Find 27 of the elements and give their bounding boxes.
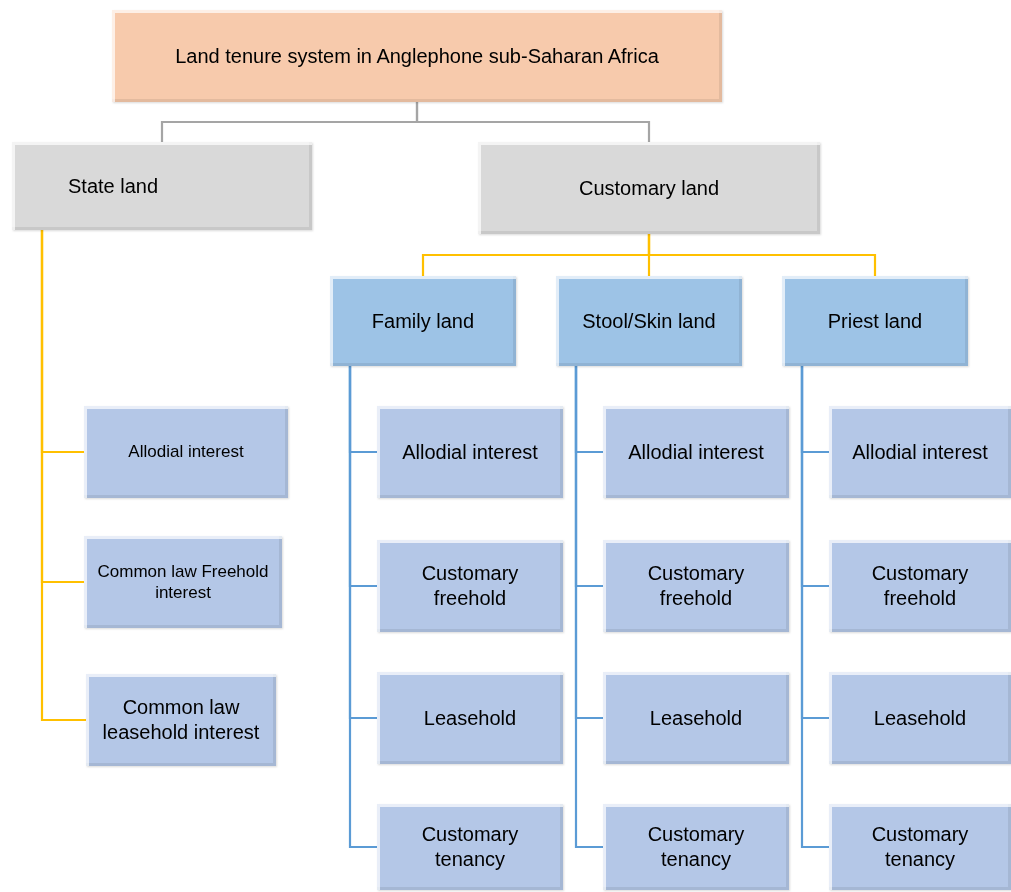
category-box: Allodial interest	[603, 406, 789, 498]
category-box: Customary freehold	[377, 540, 563, 632]
connector-line	[800, 366, 829, 849]
category-box: Leasehold	[829, 672, 1011, 764]
category-box: Leasehold	[377, 672, 563, 764]
category-box: Allodial interest	[377, 406, 563, 498]
category-box: Common law leasehold interest	[86, 674, 276, 766]
category-box: Customary land	[478, 142, 820, 234]
category-box: Allodial interest	[84, 406, 288, 498]
category-box: Customary tenancy	[377, 804, 563, 890]
category-box: Customary tenancy	[603, 804, 789, 890]
category-box: Common law Freehold interest	[84, 536, 282, 628]
connector-line	[40, 230, 86, 722]
category-box: Priest land	[782, 276, 968, 366]
category-box: Customary tenancy	[829, 804, 1011, 890]
category-box: Allodial interest	[829, 406, 1011, 498]
category-box: Stool/Skin land	[556, 276, 742, 366]
connector-line	[348, 366, 377, 849]
connector-line	[415, 102, 651, 142]
root-box: Land tenure system in Anglephone sub-Saharan Africa	[112, 10, 722, 102]
category-box: Customary freehold	[603, 540, 789, 632]
connector-line	[647, 234, 877, 276]
category-box: State land	[12, 142, 312, 230]
category-box: Leasehold	[603, 672, 789, 764]
category-box: Customary freehold	[829, 540, 1011, 632]
category-box: Family land	[330, 276, 516, 366]
connector-line	[574, 366, 603, 849]
